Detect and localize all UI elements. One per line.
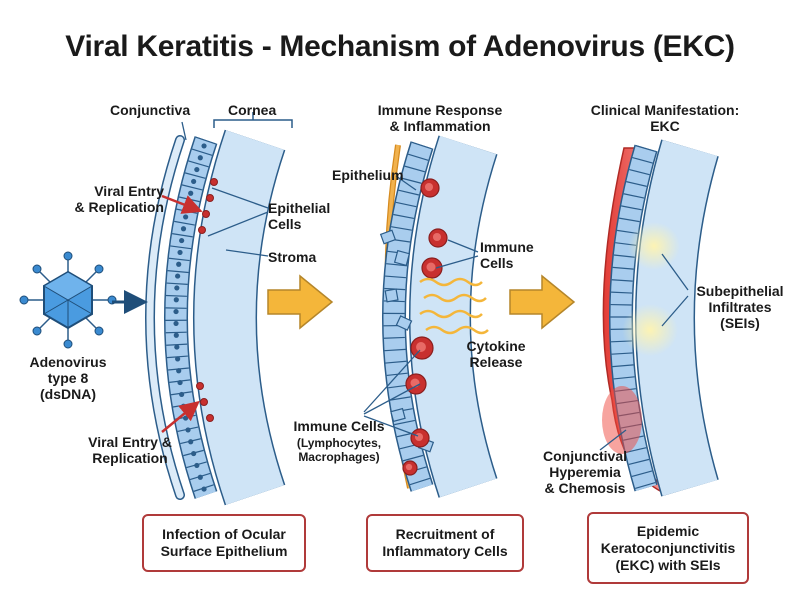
immune-cell-nucleus	[405, 463, 413, 471]
epithelial-nucleus	[176, 368, 182, 374]
panel3-pointers	[599, 253, 689, 451]
cytokine-waves	[419, 277, 489, 335]
epithelial-nucleus	[180, 403, 187, 409]
adenovirus-icon	[19, 251, 117, 349]
epithelial-nucleus	[185, 427, 191, 433]
immune-cell-nucleus	[416, 342, 426, 352]
label-viral-entry-top: Viral Entry& Replication	[74, 183, 164, 215]
epithelial-nucleus	[173, 308, 179, 315]
epithelial-nucleus	[188, 190, 194, 196]
immune-cell-nucleus	[426, 262, 436, 272]
panel3-tissue	[602, 139, 719, 497]
label-conjunctiva: Conjunctiva	[110, 102, 191, 118]
viral-particle	[202, 210, 210, 218]
epithelial-nucleus	[173, 297, 179, 303]
label-stroma: Stroma	[268, 249, 317, 265]
viral-particle	[200, 398, 208, 406]
epithelial-nucleus	[201, 143, 207, 149]
immune-cell-nucleus	[432, 232, 442, 242]
epithelial-nucleus	[176, 261, 182, 267]
viral-particle	[196, 382, 204, 390]
epithelial-nucleus	[194, 462, 200, 469]
label-cornea: Cornea	[228, 102, 277, 118]
epithelial-nucleus	[179, 237, 185, 244]
label-immune-cells-detail: (Lymphocytes,Macrophages)	[296, 436, 382, 464]
epithelial-nucleus	[183, 214, 189, 220]
immune-cell-nucleus	[414, 432, 424, 442]
epithelial-nucleus	[180, 226, 187, 232]
viral-particle	[198, 226, 206, 234]
epithelial-nucleus	[191, 178, 197, 185]
progression-arrow-2	[509, 274, 576, 330]
progression-arrow-1	[267, 274, 334, 330]
epithelial-nucleus	[201, 486, 207, 492]
panel1-tissue	[145, 129, 286, 506]
panel2-pointers	[363, 175, 479, 437]
viral-particle	[210, 178, 218, 186]
viral-particle	[206, 194, 214, 202]
label-immune-cells-bottom: Immune Cells	[293, 418, 385, 434]
viral-particle	[206, 414, 214, 422]
epithelial-nucleus	[188, 439, 194, 445]
page-title: Viral Keratitis - Mechanism of Adenoviru…	[65, 30, 735, 63]
epithelial-nucleus	[174, 285, 180, 291]
viral-entry-pointer-bottom	[161, 400, 200, 433]
label-epithelium: Epithelium	[332, 167, 404, 183]
epithelial-nucleus	[177, 249, 183, 256]
epithelial-nucleus	[183, 415, 189, 421]
epithelial-nucleus	[191, 450, 197, 457]
viral-entry-pointer-top	[161, 194, 203, 214]
viral-particles	[196, 178, 218, 422]
epithelial-nucleus	[175, 356, 181, 362]
epithelial-nucleus	[173, 320, 179, 327]
epithelial-pointers	[181, 121, 269, 257]
epithelial-nucleus	[197, 155, 203, 161]
epithelial-nucleus	[194, 166, 200, 173]
epithelial-nucleus	[175, 273, 181, 279]
epithelial-nucleus	[179, 391, 185, 398]
epithelial-nucleus	[173, 332, 179, 338]
label-viral-entry-bottom: Viral Entry &Replication	[88, 434, 172, 466]
panel2-heading: Immune Response& Inflammation	[377, 102, 503, 134]
panel3-heading: Clinical Manifestation:EKC	[590, 102, 740, 134]
epithelial-nucleus	[177, 379, 183, 386]
immune-cell-nucleus	[424, 182, 434, 192]
epithelial-nucleus	[174, 344, 180, 350]
epithelial-nucleus	[197, 474, 203, 480]
cornea-bracket	[213, 112, 293, 128]
